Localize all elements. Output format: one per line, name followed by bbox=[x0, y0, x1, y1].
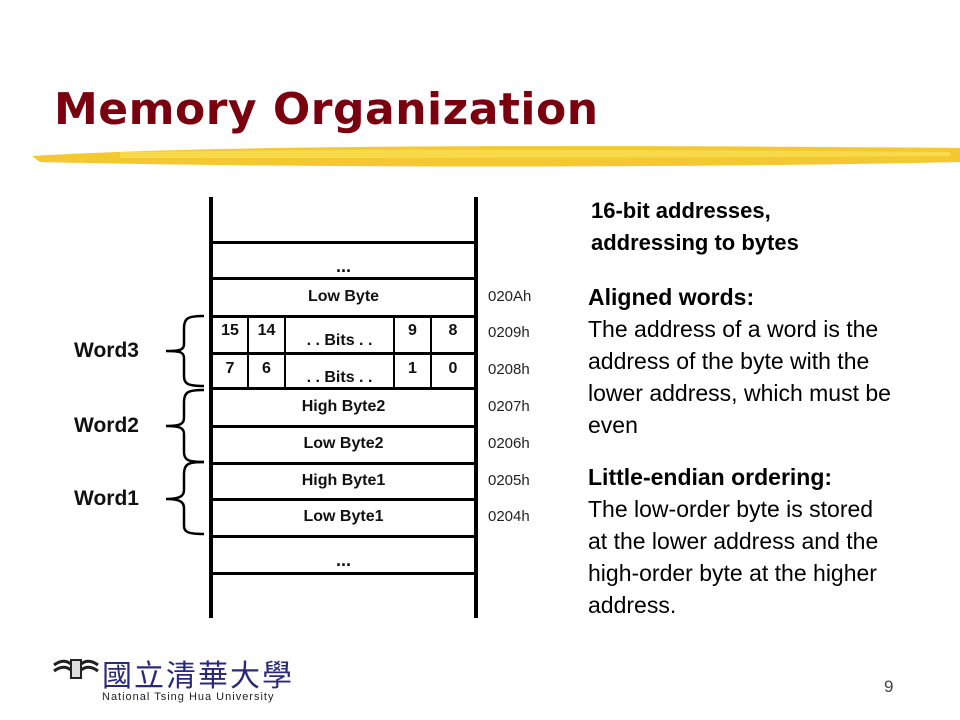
endian-title: Little-endian ordering: bbox=[588, 464, 833, 490]
row-divider bbox=[211, 352, 478, 355]
row-divider bbox=[211, 315, 478, 318]
bits-range: . . Bits . . bbox=[306, 332, 373, 349]
cell-low-byte: Low Byte bbox=[307, 288, 380, 305]
page-number: 9 bbox=[884, 677, 894, 696]
bit-6: 6 bbox=[262, 360, 271, 377]
word1-label: Word1 bbox=[74, 487, 139, 510]
heading-line1: 16-bit addresses, bbox=[591, 198, 771, 223]
word3-label: Word3 bbox=[74, 339, 139, 362]
bit-14: 14 bbox=[257, 322, 276, 339]
address: 0208h bbox=[488, 361, 530, 378]
slide-title: Memory Organization bbox=[54, 84, 599, 135]
aligned-title: Aligned words: bbox=[588, 284, 755, 310]
row-divider bbox=[211, 425, 478, 428]
bit-8: 8 bbox=[448, 322, 458, 339]
bit-15: 15 bbox=[221, 322, 239, 339]
row-divider bbox=[211, 277, 478, 280]
row-divider bbox=[211, 462, 478, 465]
endian-body: The low-order byte is stored at the lowe… bbox=[588, 496, 879, 618]
address: 0209h bbox=[488, 324, 530, 341]
bit-divider bbox=[393, 316, 395, 388]
row-divider bbox=[211, 535, 478, 538]
logo-chinese-text: 國立清華大學 bbox=[102, 659, 294, 694]
address: 020Ah bbox=[488, 288, 532, 305]
cell-low-byte1: Low Byte1 bbox=[303, 508, 384, 525]
address: 0206h bbox=[488, 435, 530, 452]
emblem-icon bbox=[53, 659, 99, 679]
cell-low-byte2: Low Byte2 bbox=[303, 435, 384, 452]
address: 0207h bbox=[488, 398, 530, 415]
word2-label: Word2 bbox=[74, 414, 139, 437]
address: 0205h bbox=[488, 472, 530, 489]
address: 0204h bbox=[488, 508, 530, 525]
bit-0: 0 bbox=[448, 360, 458, 377]
brace-icons bbox=[165, 314, 205, 536]
brace-icon bbox=[165, 388, 205, 464]
cell-high-byte1: High Byte1 bbox=[301, 472, 386, 489]
little-endian-block: Little-endian ordering: The low-order by… bbox=[588, 461, 898, 621]
bit-9: 9 bbox=[408, 322, 417, 339]
row-divider bbox=[211, 572, 478, 575]
brace-icon bbox=[165, 460, 205, 536]
memory-left-border bbox=[209, 197, 213, 618]
memory-right-border bbox=[474, 197, 478, 618]
bit-7: 7 bbox=[225, 360, 235, 377]
ellipsis-top: ... bbox=[335, 256, 351, 276]
bit-divider bbox=[247, 316, 249, 388]
heading: 16-bit addresses, addressing to bytes bbox=[591, 195, 951, 259]
brace-icon bbox=[165, 314, 205, 388]
ellipsis-bottom: ... bbox=[335, 550, 351, 570]
heading-line2: addressing to bytes bbox=[591, 230, 799, 255]
logo-english-text: National Tsing Hua University bbox=[102, 691, 275, 703]
bit-divider bbox=[430, 316, 432, 388]
row-divider bbox=[211, 498, 478, 501]
aligned-words-block: Aligned words: The address of a word is … bbox=[588, 281, 908, 441]
title-underline-brush bbox=[32, 146, 960, 167]
bits-range: . . Bits . . bbox=[306, 369, 373, 386]
bit-1: 1 bbox=[408, 360, 417, 377]
bit-divider bbox=[284, 316, 286, 388]
aligned-body: The address of a word is the address of … bbox=[588, 316, 891, 438]
row-divider bbox=[211, 241, 478, 244]
row-divider bbox=[211, 387, 478, 390]
cell-high-byte2: High Byte2 bbox=[301, 398, 386, 415]
